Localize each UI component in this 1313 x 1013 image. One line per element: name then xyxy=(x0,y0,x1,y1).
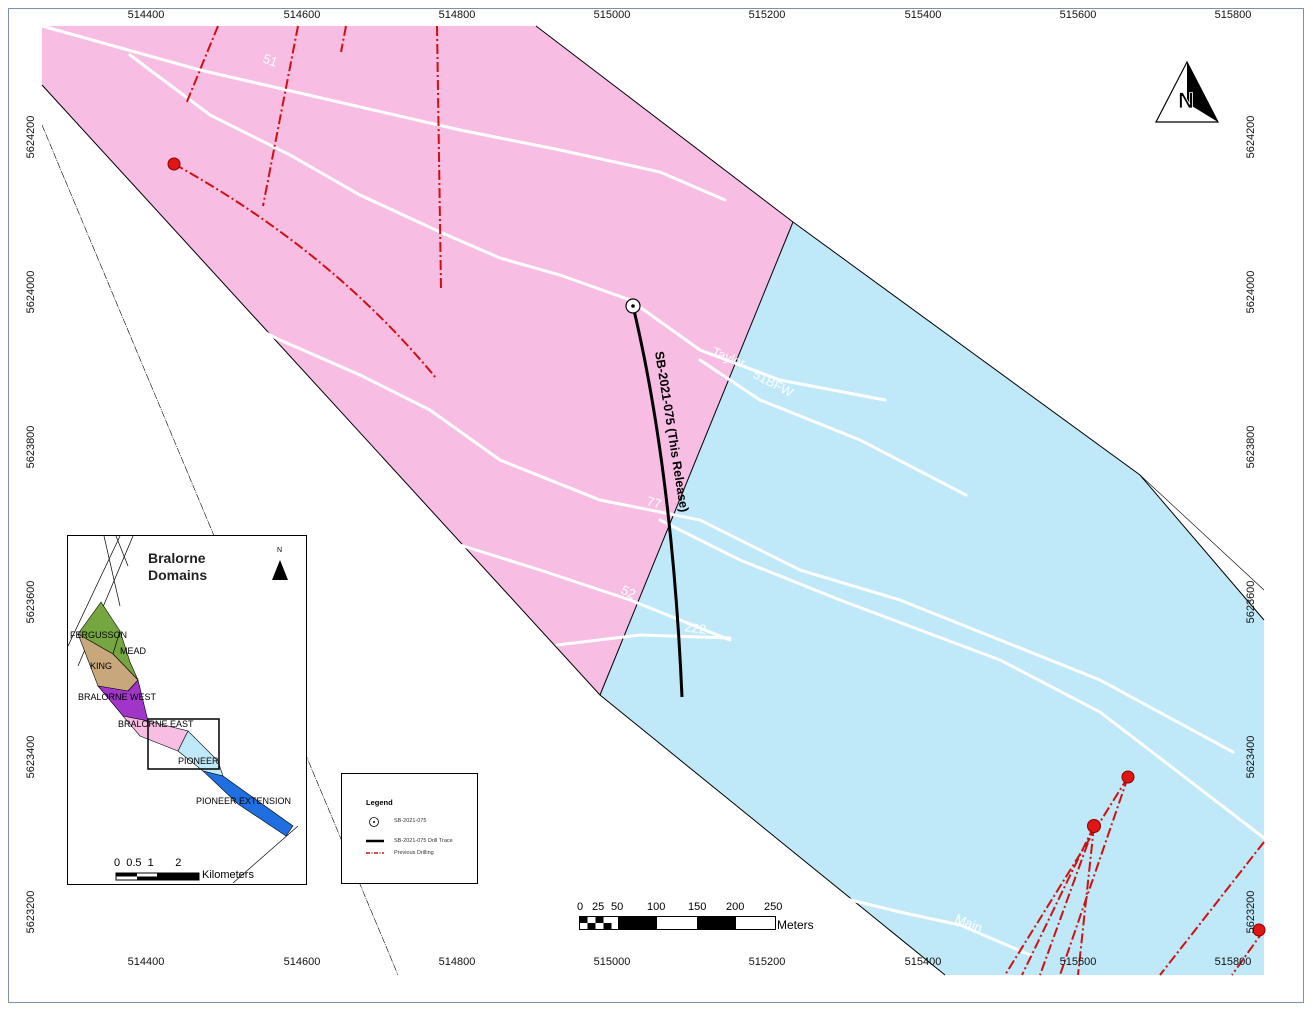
y-tick-label: 5624000 xyxy=(1245,271,1257,314)
domain-pioneer[interactable] xyxy=(177,730,224,777)
scale-unit: Meters xyxy=(777,918,814,932)
x-tick-label: 515400 xyxy=(905,956,942,968)
scale-tick: 50 xyxy=(611,901,624,913)
x-tick-label: 514400 xyxy=(128,956,165,968)
y-tick-label: 5623200 xyxy=(25,891,37,934)
x-tick-label: 515400 xyxy=(905,9,942,21)
inset-scale-tick: 2 xyxy=(175,857,182,869)
legend-title: Legend xyxy=(366,798,393,807)
inset-extent-box xyxy=(147,718,220,770)
inset-map[interactable]: N Bralorne Domains FERGUSSON MEAD KING B… xyxy=(67,535,307,885)
y-tick-label: 5623600 xyxy=(25,581,37,624)
legend-item-collar: SB-2021-075 xyxy=(394,818,427,824)
legend-symbols xyxy=(366,817,384,854)
drill-collars-previous[interactable] xyxy=(167,157,1266,937)
domain-bralorne-east[interactable] xyxy=(42,26,793,695)
x-tick-label: 515800 xyxy=(1215,9,1252,21)
y-tick-label: 5624200 xyxy=(1245,116,1257,159)
y-tick-label: 5623600 xyxy=(1245,581,1257,624)
x-tick-label: 514600 xyxy=(284,956,321,968)
domain-pioneer[interactable] xyxy=(600,222,1264,975)
y-tick-label: 5623200 xyxy=(1245,891,1257,934)
y-tick-label: 5623800 xyxy=(1245,426,1257,469)
x-tick-label: 514800 xyxy=(439,9,476,21)
inset-scale-ticks: 0 0.5 1 2 xyxy=(114,857,181,869)
x-tick-label: 515600 xyxy=(1060,9,1097,21)
svg-text:N: N xyxy=(277,547,282,554)
x-tick-label: 514400 xyxy=(128,9,165,21)
scale-tick: 0 xyxy=(577,901,584,913)
drill-trace-sb-2021-075[interactable] xyxy=(631,305,684,698)
inset-north-arrow-icon xyxy=(272,560,288,580)
vein-label-52: 52 xyxy=(619,582,638,602)
legend[interactable]: Legend SB-2021-075 SB-2021-075 Drill Tra… xyxy=(341,773,478,884)
y-tick-label: 5624000 xyxy=(25,271,37,314)
grid-ticks: 5144005144005146005146005148005148005150… xyxy=(25,9,1257,968)
vein-traces xyxy=(40,24,1266,957)
scale-tick: 250 xyxy=(764,901,783,913)
inset-scale-bar xyxy=(115,872,200,881)
scale-tick: 150 xyxy=(688,901,707,913)
x-tick-label: 515200 xyxy=(749,9,786,21)
collar-dot xyxy=(631,304,635,308)
y-tick-label: 5623400 xyxy=(1245,736,1257,779)
y-tick-label: 5623400 xyxy=(25,736,37,779)
vein-label-51: 51 xyxy=(261,51,280,70)
domain-bralorne-west[interactable] xyxy=(97,679,149,722)
x-tick-label: 515800 xyxy=(1215,956,1252,968)
x-tick-label: 515200 xyxy=(749,956,786,968)
map-frame xyxy=(8,8,1304,1003)
scale-tick: 200 xyxy=(726,901,745,913)
label-pioneer-extension: PIONEER EXTENSION xyxy=(196,796,292,806)
inset-title: Bralorne Domains xyxy=(148,550,208,583)
inset-scale-tick: 1 xyxy=(147,857,154,869)
fault-lines xyxy=(41,25,1265,976)
previous-drilling xyxy=(173,25,1265,976)
vein-label-222: 222 xyxy=(684,619,708,637)
x-tick-label: 514800 xyxy=(439,956,476,968)
legend-item-previous: Previous Drilling xyxy=(394,850,434,856)
scale-bar-blocks xyxy=(579,916,776,930)
north-arrow-icon: N xyxy=(1155,60,1219,123)
label-pioneer: PIONEER xyxy=(178,756,219,766)
inset-scale-unit: Kilometers xyxy=(202,869,254,881)
domain-pioneer-extension[interactable] xyxy=(201,770,294,837)
vein-label-77: 77 xyxy=(645,493,663,511)
svg-text:N: N xyxy=(1178,88,1194,113)
inset-scale-tick: 0 xyxy=(114,857,121,869)
scale-tick: 25 xyxy=(592,901,605,913)
inset-scale-tick: 0.5 xyxy=(126,857,142,869)
scale-tick: 100 xyxy=(647,901,666,913)
label-fergusson: FERGUSSON xyxy=(70,630,128,640)
label-bralorne-west: BRALORNE WEST xyxy=(78,692,157,702)
label-mead: MEAD xyxy=(120,646,147,656)
inset-canvas: N xyxy=(68,536,299,883)
x-tick-label: 515000 xyxy=(594,9,631,21)
label-bralorne-east: BRALORNE EAST xyxy=(118,719,194,729)
x-tick-label: 514600 xyxy=(284,9,321,21)
x-tick-label: 515600 xyxy=(1060,956,1097,968)
label-king: KING xyxy=(90,661,113,671)
scale-bar: 0 25 50 100 150 200 250 Meters xyxy=(577,901,838,941)
x-tick-label: 515000 xyxy=(594,956,631,968)
y-tick-label: 5623800 xyxy=(25,426,37,469)
y-tick-label: 5624200 xyxy=(25,116,37,159)
legend-item-trace: SB-2021-075 Drill Trace xyxy=(394,838,453,844)
